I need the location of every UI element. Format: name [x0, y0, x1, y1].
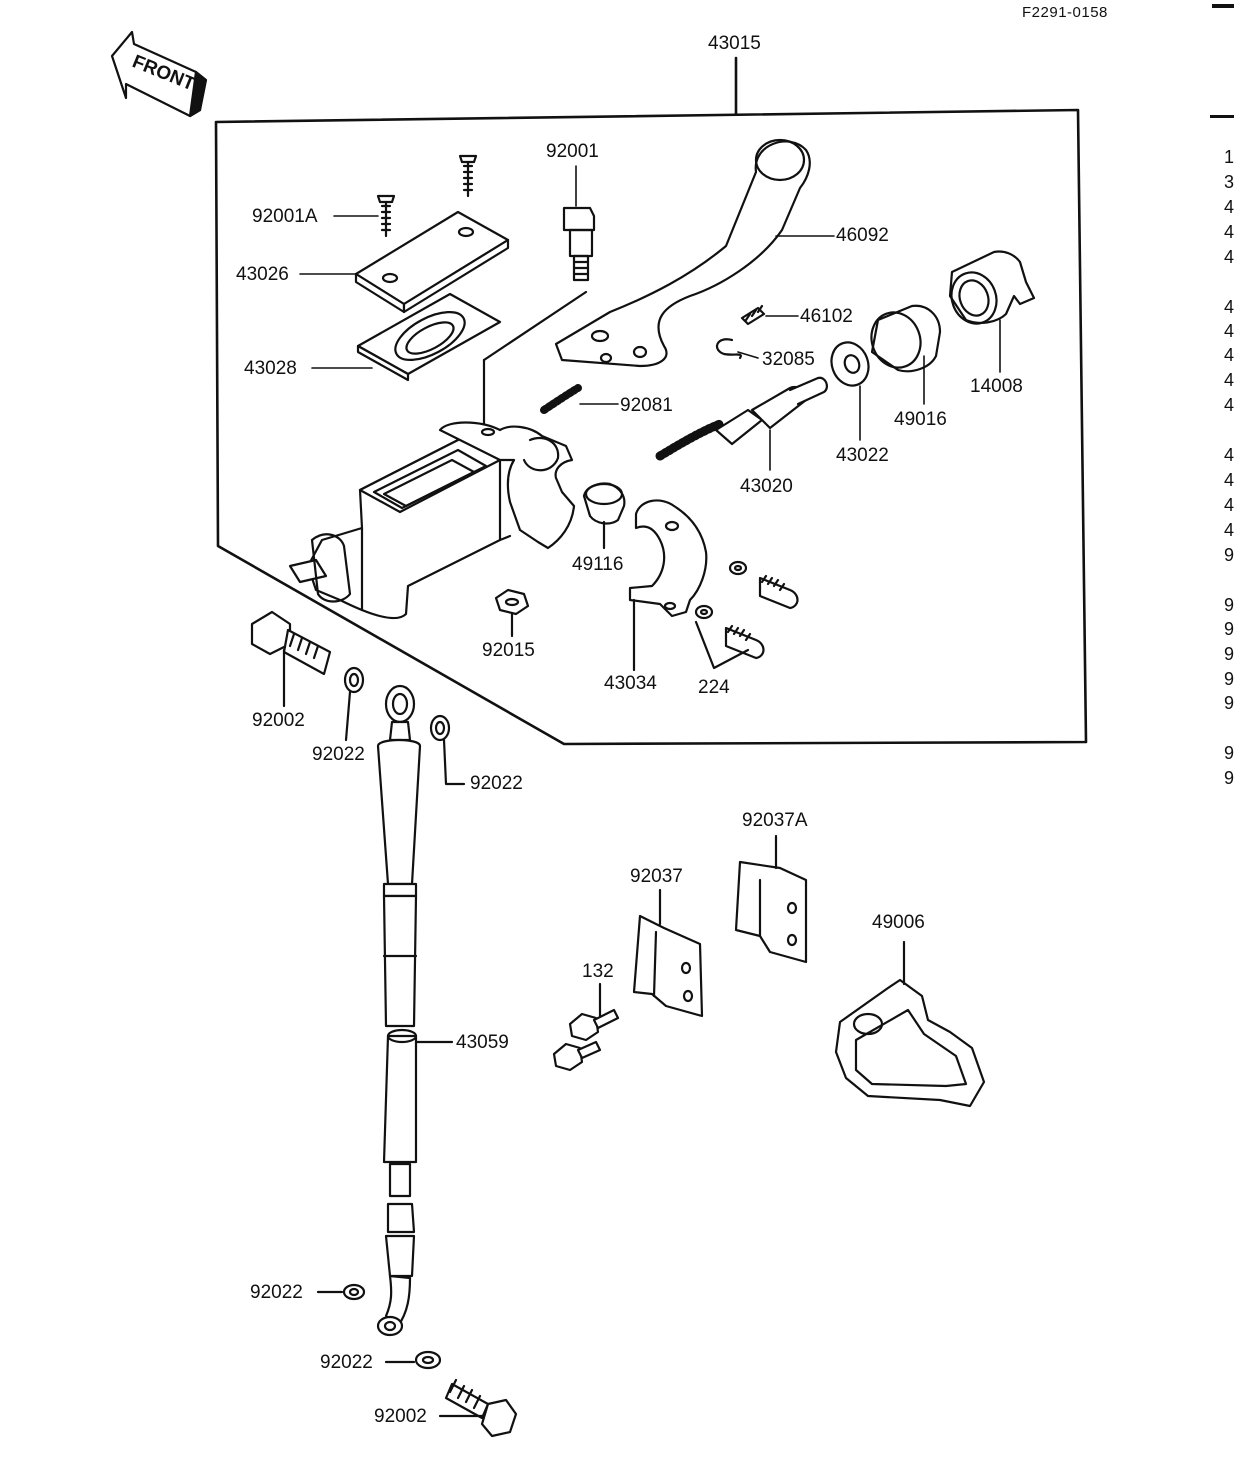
cotter-clip-icon [715, 338, 742, 360]
edge-glyph: 9 [1224, 768, 1234, 788]
brake-lever-icon [554, 138, 811, 368]
piston-washer-icon [830, 341, 870, 387]
reservoir-cap-icon [354, 210, 510, 314]
label-49116: 49116 [572, 554, 624, 575]
label-92015: 92015 [482, 640, 535, 661]
banjo-bolt-upper-icon [250, 610, 332, 708]
clamp-bolt-icon [694, 560, 799, 670]
screw-icon [376, 154, 478, 238]
document-code: F2291-0158 [1022, 4, 1108, 21]
edge-glyph: 9 [1224, 545, 1234, 565]
boot-holder-icon [870, 304, 942, 373]
piston-icon [655, 376, 828, 461]
edge-glyph: 9 [1224, 693, 1234, 713]
clamp-plate-icon [632, 888, 704, 1018]
edge-glyph: 9 [1224, 619, 1234, 639]
edge-glyph: 4 [1224, 370, 1234, 390]
edge-glyph: 9 [1224, 669, 1234, 689]
hex-nut-icon [494, 588, 530, 638]
return-spring-icon [540, 384, 582, 414]
label-49006: 49006 [872, 912, 925, 933]
diaphragm-icon [356, 292, 502, 382]
label-92002-lower: 92002 [374, 1406, 427, 1427]
brake-hose-icon [376, 684, 454, 1337]
label-92022-b: 92022 [470, 773, 523, 794]
edge-glyph: 4 [1224, 395, 1234, 415]
dust-boot-icon [948, 250, 1036, 325]
label-92037a: 92037A [742, 810, 808, 831]
banjo-bolt-lower-icon [438, 1378, 518, 1438]
edge-glyph: 4 [1224, 321, 1234, 341]
front-arrow-icon: FRONT [110, 30, 208, 118]
edge-glyph: 4 [1224, 520, 1234, 540]
edge-glyph: 9 [1224, 644, 1234, 664]
edge-glyph: 4 [1224, 297, 1234, 317]
label-92022-a: 92022 [312, 744, 365, 765]
flange-bolt-icon [552, 982, 620, 1072]
edge-glyph: 4 [1224, 222, 1234, 242]
edge-glyph: 3 [1224, 172, 1234, 192]
assembly-outline [214, 56, 1088, 746]
washer-icon [343, 666, 466, 786]
label-43015: 43015 [708, 33, 761, 54]
clamp-plate-a-icon [734, 834, 808, 964]
label-43026: 43026 [236, 264, 289, 285]
label-43028: 43028 [244, 358, 297, 379]
edge-glyph: 4 [1224, 345, 1234, 365]
pivot-bolt-icon [482, 206, 596, 432]
edge-rule-mid [1210, 115, 1234, 118]
edge-glyph: 4 [1224, 470, 1234, 490]
edge-glyph: 9 [1224, 743, 1234, 763]
label-92022-c: 92022 [250, 1282, 303, 1303]
label-43059: 43059 [456, 1032, 509, 1053]
label-32085: 32085 [762, 349, 815, 370]
label-224: 224 [698, 677, 730, 698]
seal-cap-icon [582, 482, 626, 550]
washer-lower-icon [316, 1283, 442, 1370]
edge-glyph: 1 [1224, 147, 1234, 167]
label-49016: 49016 [894, 409, 947, 430]
leader-lines [299, 165, 1001, 471]
master-cylinder-icon [288, 421, 576, 620]
edge-glyph: 4 [1224, 495, 1234, 515]
label-92081: 92081 [620, 395, 673, 416]
label-43022: 43022 [836, 445, 889, 466]
label-132: 132 [582, 961, 614, 982]
edge-rule-top [1212, 4, 1234, 8]
edge-glyph: 4 [1224, 197, 1234, 217]
handlebar-clamp-icon [628, 499, 708, 672]
label-46102: 46102 [800, 306, 853, 327]
label-43020: 43020 [740, 476, 793, 497]
edge-glyph: 9 [1224, 595, 1234, 615]
label-92001a: 92001A [252, 206, 318, 227]
reservoir-cover-icon [834, 940, 986, 1108]
adjuster-screw-icon [740, 304, 766, 326]
label-46092: 46092 [836, 225, 889, 246]
label-14008: 14008 [970, 376, 1023, 397]
label-43034: 43034 [604, 673, 657, 694]
label-92037: 92037 [630, 866, 683, 887]
label-92002-upper: 92002 [252, 710, 305, 731]
edge-glyph: 4 [1224, 247, 1234, 267]
label-92001: 92001 [546, 141, 599, 162]
edge-glyph: 4 [1224, 445, 1234, 465]
label-92022-d: 92022 [320, 1352, 373, 1373]
